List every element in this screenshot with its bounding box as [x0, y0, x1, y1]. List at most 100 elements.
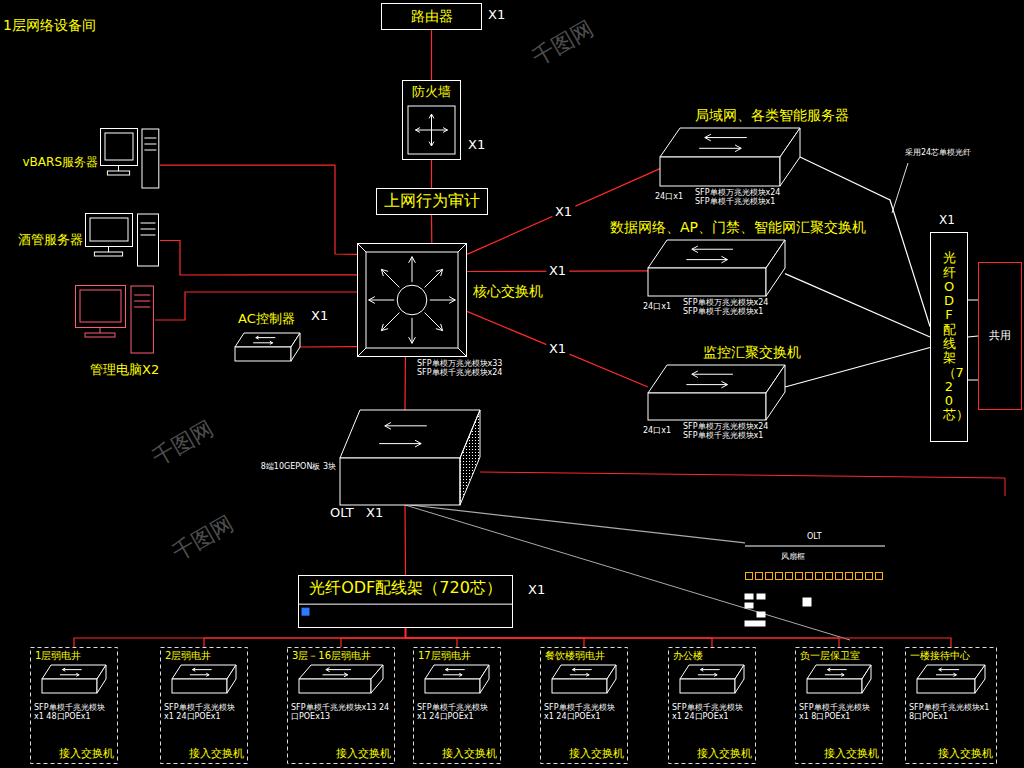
spec-text: 接入交换机 — [59, 748, 114, 761]
drawing-part — [397, 285, 427, 315]
drawing-part — [432, 142, 434, 146]
drawing-part — [412, 257, 415, 263]
drawing-part — [692, 374, 733, 375]
drawing-part — [302, 608, 309, 615]
patch-line — [968, 380, 978, 381]
drawing-part — [827, 669, 846, 670]
drawing-part — [648, 268, 766, 296]
drawing-part — [705, 134, 711, 137]
drawing-part — [692, 246, 698, 249]
drawing-part — [86, 214, 133, 247]
node-heading: 光纤ODF配线架（720芯） — [943, 251, 956, 423]
drawing-part — [660, 128, 800, 157]
connector — [431, 30, 432, 80]
drawing-part — [700, 669, 719, 670]
shape-holder — [745, 532, 885, 640]
access-switch-group: 办公楼SFP单模千兆光模块x1 24口POEx1接入交换机 — [668, 647, 756, 764]
drawing-part — [366, 252, 458, 348]
drawing-part — [931, 233, 968, 442]
connector — [431, 215, 432, 243]
drawing-part — [138, 214, 159, 266]
x1-count: X1 — [468, 138, 485, 153]
connector — [406, 628, 952, 647]
drawing-part — [757, 612, 765, 617]
drawing-part — [90, 218, 128, 241]
aggregation-switch: 数据网络、AP、门禁、智能网汇聚交换机24口x1SFP单模万兆光模块x24 SF… — [648, 240, 785, 296]
spec-text: 24口x1 — [643, 426, 671, 435]
spec-text: 接入交换机 — [189, 748, 244, 761]
drawing-part — [409, 337, 412, 343]
fiber-line — [1005, 478, 1006, 496]
drawing-part — [172, 665, 236, 679]
node-heading: 管理电脑X2 — [90, 363, 159, 378]
drawing-part — [381, 269, 399, 287]
access-switch-group: 2层弱电井SFP单模千兆光模块x1 24口POEx1接入交换机 — [160, 647, 248, 764]
node-heading: 监控汇聚交换机 — [703, 344, 801, 360]
drawing-part — [776, 573, 783, 580]
node-heading: 办公楼 — [673, 650, 703, 662]
drawing-part — [416, 130, 432, 131]
drawing-part — [161, 648, 248, 764]
drawing-part — [429, 114, 431, 118]
node-heading: 防火墙 — [402, 85, 461, 100]
drawing-part — [692, 371, 698, 374]
drawing-part — [570, 674, 589, 675]
drawing-part — [357, 243, 467, 357]
drawing-part — [414, 648, 501, 764]
connector — [800, 157, 930, 327]
drawing-part — [756, 573, 763, 580]
drawing-part — [42, 665, 106, 693]
olt-panel: OLT风扇框 — [745, 532, 885, 640]
drawing-part — [745, 594, 753, 599]
drawing-part — [385, 422, 391, 425]
access-switch-group: 一楼接待中心SFP单模千兆光模块x1 8口POEx1接入交换机 — [905, 647, 997, 764]
drawing-part — [190, 674, 209, 675]
drawing-part — [94, 252, 122, 256]
drawing-part — [253, 342, 273, 343]
drawing-part — [85, 333, 115, 337]
drawing-part — [721, 260, 727, 263]
drawing-part — [192, 670, 195, 672]
spec-text: SFP单模千兆光模块x1 24口POEx1 — [164, 703, 244, 721]
drawing-part — [256, 338, 259, 340]
connector — [431, 160, 432, 188]
drawing-part — [357, 348, 366, 357]
drawing-part — [745, 621, 765, 626]
drawing-part — [76, 673, 79, 675]
drawing-part — [412, 337, 415, 343]
drawing-part — [939, 670, 942, 672]
drawing-part — [953, 673, 956, 675]
drawing-part — [144, 138, 156, 139]
spec-text: 24口x1 — [643, 302, 671, 311]
drawing-part — [425, 665, 489, 693]
spec-text: 接入交换机 — [336, 748, 391, 761]
drawing-part — [766, 240, 785, 296]
node-heading: 共用 — [989, 330, 1011, 343]
drawing-part — [458, 348, 467, 357]
drawing-part — [648, 240, 785, 296]
drawing-part — [235, 333, 300, 347]
drawing-part — [766, 365, 785, 420]
drawing-part — [75, 285, 155, 355]
spec-text: SFP单模千兆光模块x1 24口POEx1 — [544, 703, 624, 721]
drawing-part — [586, 673, 589, 675]
drawing-part — [42, 665, 106, 679]
drawing-part — [680, 679, 735, 693]
shape-holder — [357, 243, 467, 357]
drawing-part — [480, 665, 489, 693]
spec-text: SFP单模万兆光模块x33 SFP单模千兆光模块x24 — [417, 359, 507, 377]
odf-frame: 光纤ODF配线架（720芯） — [298, 575, 513, 628]
node-heading: 餐饮楼弱电井 — [545, 650, 605, 662]
drawing-part — [340, 458, 460, 505]
watermark: 千图网 — [148, 415, 218, 470]
access-switch-group: 餐饮楼弱电井SFP单模千兆光模块x1 24口POEx1接入交换机 — [540, 647, 628, 764]
drawing-part — [344, 673, 348, 675]
drawing-part — [436, 269, 443, 271]
drawing-part — [459, 673, 462, 675]
shape-holder — [648, 365, 785, 420]
drawing-part — [876, 573, 883, 580]
drawing-part — [144, 144, 156, 145]
drawing-part — [369, 300, 375, 303]
connector — [160, 241, 357, 276]
